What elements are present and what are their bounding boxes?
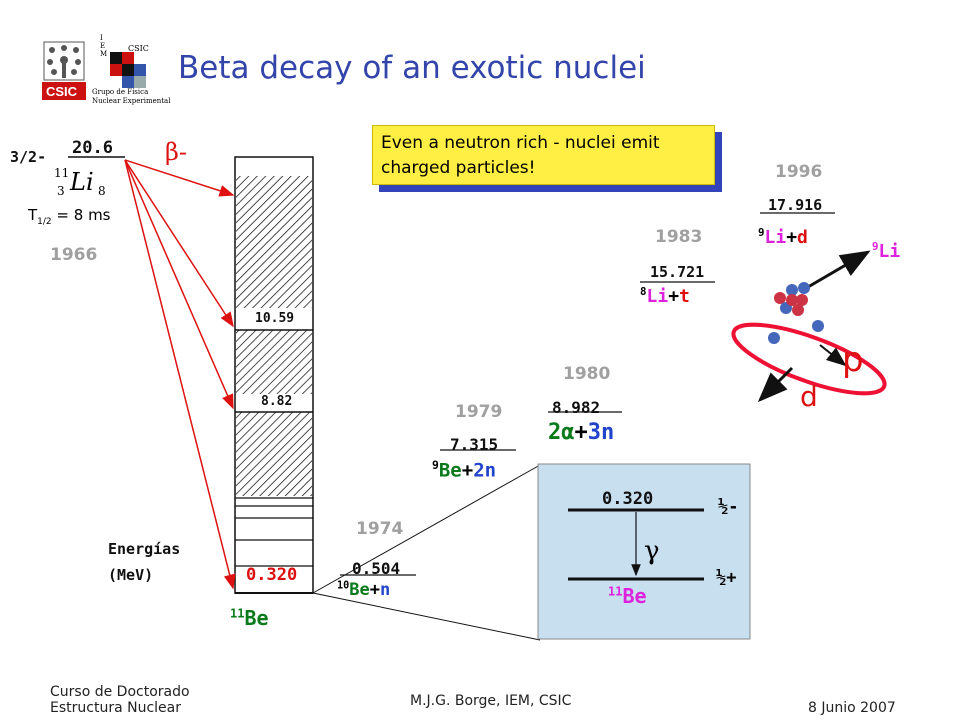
iem-letter: M	[100, 50, 108, 58]
channel-b: t	[679, 286, 690, 307]
year-label: 1980	[563, 364, 611, 384]
channel-mass: 10	[337, 580, 350, 592]
energy-axis-label: Energías	[108, 540, 181, 558]
li9-cluster	[774, 282, 810, 316]
threshold-channel: 9Li+d	[758, 226, 808, 248]
inset-lower-spin: ½+	[716, 568, 737, 588]
channel-plus: +	[369, 580, 381, 600]
beta-arrow	[124, 159, 234, 328]
footer-course: Estructura Nuclear	[50, 700, 181, 716]
channel-b: 2n	[473, 459, 497, 482]
energy-axis-unit: (MeV)	[108, 566, 154, 584]
threshold-energy: 17.916	[768, 196, 823, 214]
neutron-ball	[768, 332, 780, 344]
csic-logo-text: CSIC	[46, 84, 78, 99]
halflife-value: = 8 ms	[51, 206, 111, 224]
threshold-energy: 7.315	[450, 435, 499, 454]
halflife-sub: 1/2	[37, 217, 52, 227]
channel-b: d	[797, 227, 808, 248]
threshold-channel: 8Li+t	[640, 285, 690, 307]
li9-mass: 9	[872, 240, 879, 253]
hatched-region	[236, 412, 312, 496]
channel-b: n	[380, 580, 391, 600]
threshold-energy: 15.721	[650, 263, 705, 281]
beta-arrow	[124, 159, 234, 410]
parent-qvalue: 20.6	[72, 138, 113, 158]
hatched-region	[236, 330, 312, 394]
daughter-mass: 11	[230, 606, 245, 621]
inset-nucleus-symbol: Be	[622, 584, 647, 608]
channel-a: Li	[646, 286, 669, 307]
footer-date: 8 Junio 2007	[808, 700, 896, 716]
iem-caption: Nuclear Experimental	[92, 97, 171, 105]
proton-orbit	[731, 322, 887, 396]
li9-symbol: Li	[878, 241, 901, 262]
channel-a: Be	[438, 459, 462, 482]
li9-label: 9Li	[872, 240, 900, 262]
channel-a: Be	[349, 580, 370, 600]
daughter-symbol: Be	[244, 606, 269, 630]
deuteron-label: d	[800, 380, 818, 413]
inset-nucleus-mass: 11	[608, 584, 623, 599]
iem-logo: I E M CSIC Grupo de Física Nuclear Exper…	[92, 30, 170, 108]
level-energy: 8.82	[261, 394, 293, 409]
deuteron-arrow	[757, 366, 794, 403]
threshold-energy: 8.982	[552, 398, 601, 417]
channel-b: 3n	[587, 420, 615, 445]
ground-state-energy: 0.320	[246, 565, 298, 585]
halflife-label: T	[28, 206, 38, 224]
channel-a: Li	[764, 227, 787, 248]
parent-spin: 3/2-	[10, 148, 47, 166]
inset-upper-spin: ½-	[718, 497, 739, 517]
iem-caption: Grupo de Física	[92, 88, 149, 96]
hatched-region	[236, 176, 312, 308]
gamma-label: γ	[644, 536, 660, 566]
channel-plus: +	[574, 420, 588, 445]
channel-mass: 9	[432, 458, 439, 472]
year-label: 1979	[455, 402, 503, 422]
threshold-energy: 0.504	[352, 559, 401, 578]
neutron-ball	[812, 320, 824, 332]
beta-arrow	[124, 159, 235, 197]
callout-note: Even a neutron rich - nuclei emit charge…	[372, 125, 715, 185]
inset-nucleus: 11Be	[608, 584, 647, 608]
channel-mass: 9	[758, 226, 765, 239]
threshold-channel: 9Be+2n	[432, 458, 496, 481]
footer-author: M.J.G. Borge, IEM, CSIC	[410, 693, 572, 709]
proton-label: p	[842, 340, 864, 380]
beta-minus-label: β-	[165, 138, 187, 166]
threshold-channel: 2α+3n	[548, 420, 614, 445]
parent-mass: 11	[54, 166, 70, 180]
halflife: T1/2 = 8 ms	[28, 206, 111, 227]
li9-arrow	[807, 250, 871, 289]
beta-arrow	[124, 159, 236, 590]
proton-arrow	[819, 344, 847, 367]
inset-panel	[537, 463, 751, 640]
channel-mass: 8	[640, 285, 647, 298]
parent-n: 8	[98, 184, 106, 198]
parent-symbol: Li	[70, 168, 94, 196]
channel-a: 2α	[548, 420, 575, 445]
year-1966: 1966	[50, 245, 98, 265]
footer-course: Curso de Doctorado	[50, 684, 190, 700]
year-label: 1996	[775, 162, 823, 182]
daughter-nucleus: 11Be	[230, 606, 269, 630]
channel-plus: +	[668, 286, 680, 307]
threshold-channel: 10Be+n	[337, 580, 390, 600]
channel-plus: +	[461, 459, 474, 482]
csic-logo: CSIC	[40, 40, 88, 102]
inset-upper-energy: 0.320	[602, 489, 654, 509]
iem-letter: E	[100, 42, 106, 50]
page-title: Beta decay of an exotic nuclei	[178, 50, 646, 86]
year-label: 1983	[655, 227, 703, 247]
channel-plus: +	[786, 227, 798, 248]
year-label: 1974	[356, 519, 404, 539]
parent-z: 3	[57, 184, 65, 198]
iem-logo-text: CSIC	[128, 44, 149, 53]
level-energy: 10.59	[255, 311, 295, 326]
iem-letter: I	[100, 34, 103, 42]
